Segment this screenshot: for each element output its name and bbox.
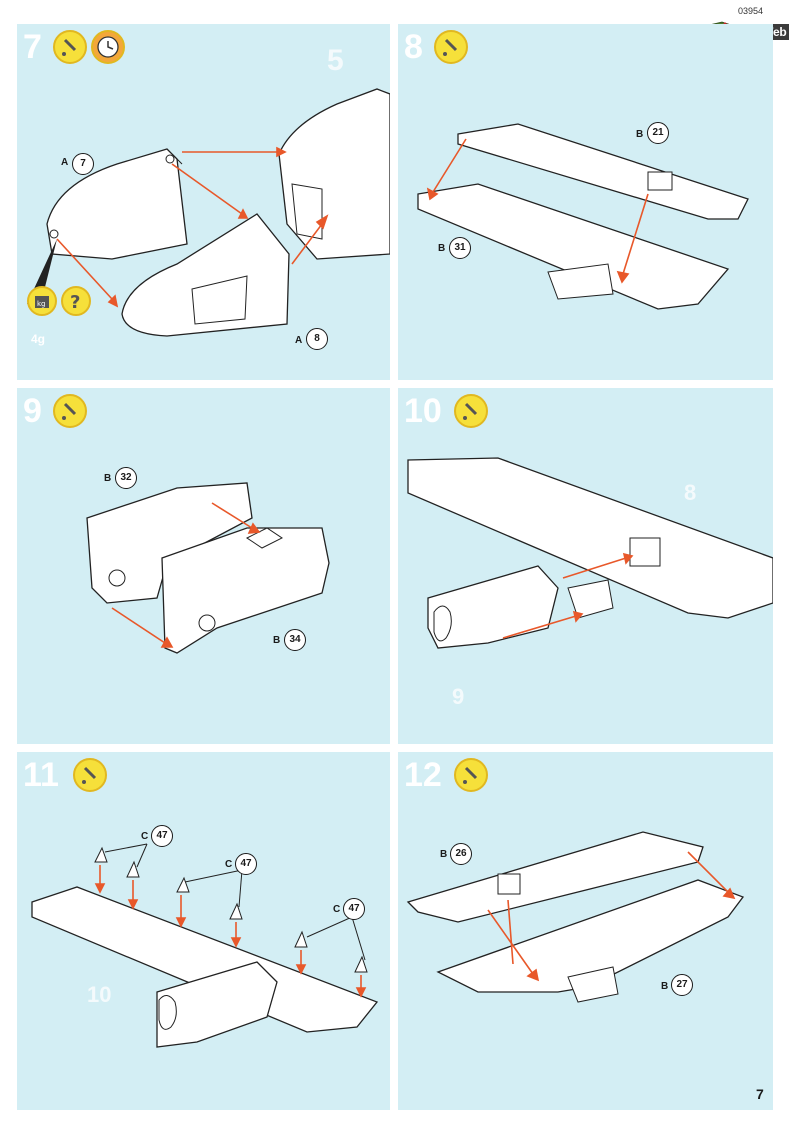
part-number-callout: 31: [449, 237, 471, 259]
part-group-label: B: [636, 129, 644, 140]
part-number-callout: 47: [151, 825, 173, 847]
part-number-callout: 27: [671, 974, 693, 996]
question-icon: ?: [61, 286, 91, 316]
wing-c47-parts-illustration: [31, 843, 379, 1048]
glue-icon: [53, 394, 87, 428]
part-group-label: A: [295, 335, 303, 346]
part-group-label: C: [141, 831, 149, 842]
step-number: 12: [404, 756, 442, 794]
step-7-panel: 7 5 A 7 A 8 kg ? 4g: [17, 24, 390, 380]
step-10-panel: 10 8 9: [398, 388, 773, 744]
step-8-panel: 8 B 21 B 31: [398, 24, 773, 380]
step-number: 11: [23, 756, 59, 794]
ghost-step-ref: 10: [87, 982, 112, 1007]
ghost-step-ref: 8: [684, 480, 697, 505]
step-number: 10: [404, 392, 442, 430]
svg-text:?: ?: [70, 292, 80, 313]
part-number-callout: 26: [450, 843, 472, 865]
glue-icon: [53, 30, 87, 64]
wing-lower-assembly-illustration: [406, 831, 745, 1003]
part-group-label: B: [104, 473, 112, 484]
part-group-label: B: [661, 981, 669, 992]
step-number: 8: [404, 28, 423, 66]
page-number: 7: [756, 1086, 764, 1102]
weight-kg-icon: kg: [27, 286, 57, 316]
canopy-assembly-illustration: [27, 88, 390, 337]
weight-amount: 4g: [31, 332, 46, 346]
part-number-callout: 47: [235, 853, 257, 875]
part-number-callout: 34: [284, 629, 306, 651]
part-group-label: C: [333, 904, 341, 915]
wing-nacelle-attach-illustration: [407, 457, 773, 649]
part-number-callout: 7: [72, 153, 94, 175]
part-group-label: B: [440, 849, 448, 860]
ghost-step-ref: 5: [327, 44, 344, 77]
part-number-callout: 8: [306, 328, 328, 350]
glue-icon: [434, 30, 468, 64]
step-number: 7: [23, 28, 42, 66]
part-group-label: B: [273, 635, 281, 646]
part-group-label: A: [61, 157, 69, 168]
part-number-callout: 32: [115, 467, 137, 489]
ghost-step-ref: 9: [452, 684, 465, 709]
step-9-panel: 9 B 32 B 34: [17, 388, 390, 744]
weight-text: kg: [37, 300, 46, 308]
nacelle-assembly-illustration: [86, 482, 330, 654]
clock-icon: [91, 30, 125, 64]
step-11-panel: 11 10 C 47 C 47 C: [17, 752, 390, 1110]
part-number-callout: 21: [647, 122, 669, 144]
wing-assembly-illustration: [417, 123, 749, 310]
step-12-panel: 12 B 26 B 27: [398, 752, 773, 1110]
kit-code: 03954: [738, 6, 764, 16]
glue-icon: [454, 758, 488, 792]
step-number: 9: [23, 392, 42, 430]
part-group-label: C: [225, 859, 233, 870]
part-group-label: B: [438, 243, 446, 254]
glue-icon: [454, 394, 488, 428]
part-number-callout: 47: [343, 898, 365, 920]
glue-icon: [73, 758, 107, 792]
